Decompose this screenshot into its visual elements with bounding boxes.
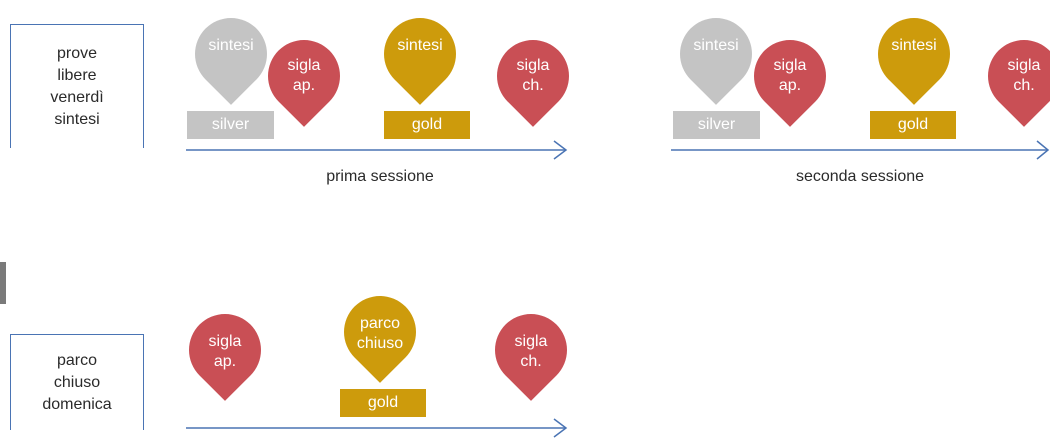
sigla-ap-pin-label: sigla ap. (185, 332, 265, 372)
session1-caption: prima sessione (326, 168, 434, 185)
row2-arrow (186, 418, 568, 438)
silver-rect: silver (673, 111, 760, 139)
silver-pin-label: sintesi (191, 36, 271, 56)
silver-rect: silver (187, 111, 274, 139)
pin-text-line: sigla (1007, 57, 1041, 74)
row2-label-box: parco chiuso domenica (10, 334, 144, 430)
pin-text-line: ch. (1013, 77, 1035, 94)
row2-label-line: chiuso (53, 373, 101, 391)
pin-text-line: sigla (516, 57, 550, 74)
row2-label-line: domenica (42, 395, 112, 413)
sigla-ch-pin-label: sigla ch. (491, 332, 571, 372)
gold-rect: gold (340, 389, 426, 417)
row1-label-line: prove (56, 44, 98, 62)
pin-text-line: sigla (773, 57, 807, 74)
row1-label-box: prove libere venerdì sintesi (10, 24, 144, 148)
sigla-ch-pin-label: sigla ch. (984, 56, 1050, 96)
edge-marker (0, 262, 6, 304)
pin-text-line: sigla (208, 333, 242, 350)
gold-rect: gold (870, 111, 956, 139)
gold-pin-label: sintesi (874, 36, 954, 56)
pin-text-line: ap. (778, 77, 802, 94)
gold-pin-label: parco chiuso (340, 314, 420, 354)
pin-text-line: sintesi (891, 37, 937, 54)
pin-text-line: sintesi (397, 37, 443, 54)
pin-text-line: sigla (287, 57, 321, 74)
pin-text-line: sigla (514, 333, 548, 350)
pin-text-line: ap. (213, 353, 237, 370)
pin-text-line: chiuso (356, 335, 404, 352)
row1-label-line: sintesi (54, 110, 100, 128)
row1-label-line: libere (57, 66, 97, 84)
gold-rect: gold (384, 111, 470, 139)
sigla-ap-pin-label: sigla ap. (264, 56, 344, 96)
sigla-ch-pin-label: sigla ch. (493, 56, 573, 96)
pin-text-line: ch. (520, 353, 542, 370)
pin-text-line: ap. (292, 77, 316, 94)
session2-caption: seconda sessione (795, 168, 925, 185)
silver-pin-label: sintesi (676, 36, 756, 56)
gold-pin-label: sintesi (380, 36, 460, 56)
pin-text-line: ch. (522, 77, 544, 94)
row1-label-line: venerdì (50, 88, 104, 106)
pin-text-line: sintesi (208, 37, 254, 54)
session1-arrow (186, 140, 568, 160)
row2-label-line: parco (56, 351, 98, 369)
pin-text-line: parco (359, 315, 401, 332)
sigla-ap-pin-label: sigla ap. (750, 56, 830, 96)
session2-arrow (671, 140, 1050, 160)
pin-text-line: sintesi (693, 37, 739, 54)
